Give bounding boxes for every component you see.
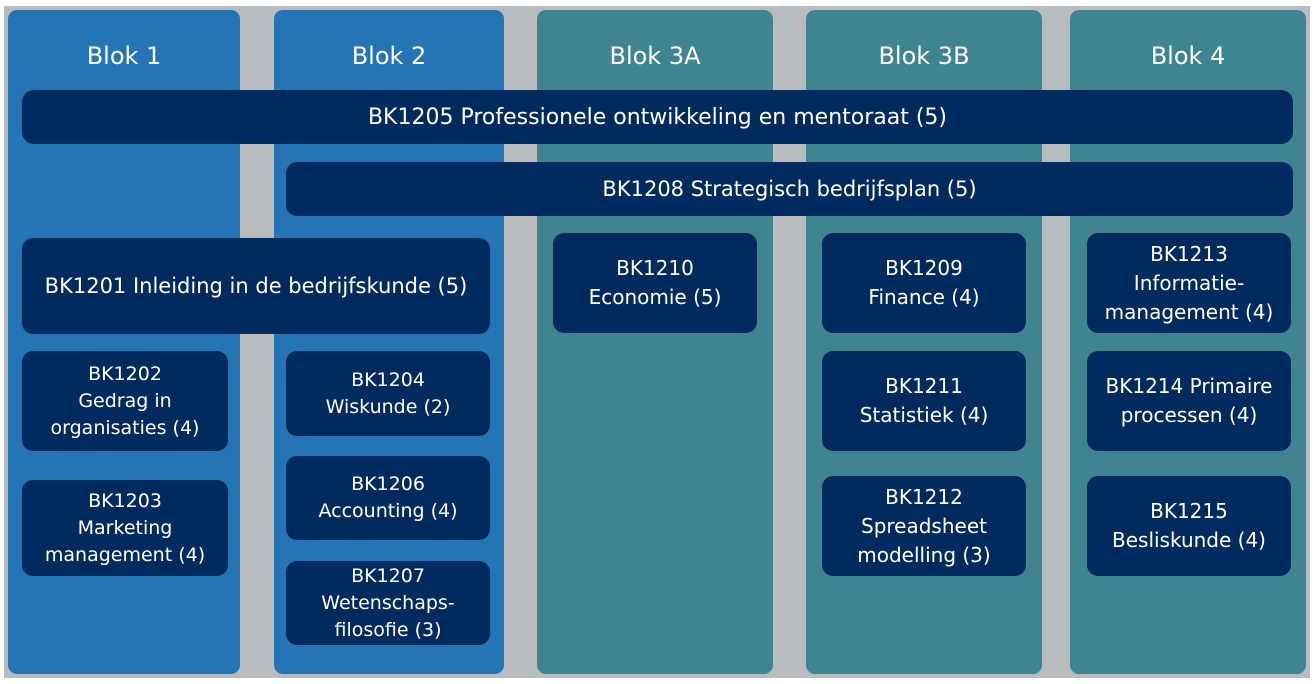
course-bk1203-line-3: management (4) — [44, 543, 206, 566]
course-bk1210-line-2: Economie (5) — [588, 285, 722, 309]
course-bk1212-line-3: modelling (3) — [857, 542, 991, 567]
course-bk1203: BK1203 Marketing management (4) — [22, 480, 228, 576]
course-bk1209: BK1209 Finance (4) — [822, 233, 1026, 333]
course-bk1210-code: BK1210 — [616, 256, 694, 280]
course-bk1206: BK1206 Accounting (4) — [286, 456, 490, 540]
course-bk1208-label: BK1208 Strategisch bedrijfsplan (5) — [602, 176, 977, 201]
course-bk1202-code: BK1202 — [88, 362, 162, 385]
course-bk1211: BK1211 Statistiek (4) — [822, 351, 1026, 451]
course-bk1207: BK1207 Wetenschaps- filosofie (3) — [286, 561, 490, 645]
course-bk1214-line-1: BK1214 Primaire — [1105, 374, 1273, 398]
course-bk1201-label: BK1201 Inleiding in de bedrijfskunde (5) — [44, 273, 468, 298]
course-bk1202: BK1202 Gedrag in organisaties (4) — [22, 351, 228, 451]
column-title-blok-3a: Blok 3A — [609, 42, 701, 70]
course-bk1202-line-3: organisaties (4) — [50, 416, 200, 439]
course-bk1213-line-3: management (4) — [1104, 299, 1274, 324]
column-title-blok-3b: Blok 3B — [878, 42, 970, 70]
course-bk1214: BK1214 Primaire processen (4) — [1087, 351, 1291, 451]
column-title-blok-2: Blok 2 — [351, 42, 427, 70]
course-bk1210: BK1210 Economie (5) — [553, 233, 757, 333]
course-bk1211-code: BK1211 — [885, 374, 963, 398]
course-bk1213-line-2: Informatie- — [1133, 270, 1245, 295]
course-bk1207-code: BK1207 — [351, 564, 425, 587]
course-bk1215-line-2: Besliskunde (4) — [1112, 528, 1266, 552]
course-bk1214-line-2: processen (4) — [1120, 403, 1258, 427]
course-bk1204-line-2: Wiskunde (2) — [325, 395, 451, 418]
course-bk1206-line-2: Accounting (4) — [318, 500, 458, 522]
course-bk1208: BK1208 Strategisch bedrijfsplan (5) — [286, 162, 1293, 216]
course-bk1213: BK1213 Informatie- management (4) — [1087, 233, 1291, 333]
course-bk1211-line-2: Statistiek (4) — [859, 403, 989, 427]
course-bk1212: BK1212 Spreadsheet modelling (3) — [822, 476, 1026, 576]
course-bk1205-label: BK1205 Professionele ontwikkeling en men… — [367, 104, 948, 130]
column-title-blok-1: Blok 1 — [86, 42, 162, 70]
course-bk1207-line-3: filosofie (3) — [334, 618, 442, 641]
course-bk1207-line-2: Wetenschaps- — [321, 591, 455, 614]
column-title-blok-4: Blok 4 — [1150, 42, 1226, 70]
course-bk1209-line-2: Finance (4) — [868, 285, 980, 309]
course-bk1202-line-2: Gedrag in — [78, 389, 172, 412]
course-bk1204: BK1204 Wiskunde (2) — [286, 351, 490, 436]
course-bk1213-code: BK1213 — [1150, 241, 1228, 266]
course-bk1201: BK1201 Inleiding in de bedrijfskunde (5) — [22, 238, 490, 334]
course-bk1206-code: BK1206 — [351, 473, 425, 495]
course-bk1204-code: BK1204 — [351, 368, 425, 391]
course-bk1209-code: BK1209 — [885, 256, 963, 280]
course-bk1203-line-2: Marketing — [77, 516, 173, 539]
course-bk1205: BK1205 Professionele ontwikkeling en men… — [22, 90, 1293, 144]
course-bk1215: BK1215 Besliskunde (4) — [1087, 476, 1291, 576]
course-bk1212-line-2: Spreadsheet — [861, 513, 987, 538]
course-bk1203-code: BK1203 — [88, 489, 162, 512]
course-bk1212-code: BK1212 — [885, 484, 963, 509]
course-bk1215-code: BK1215 — [1150, 499, 1228, 523]
